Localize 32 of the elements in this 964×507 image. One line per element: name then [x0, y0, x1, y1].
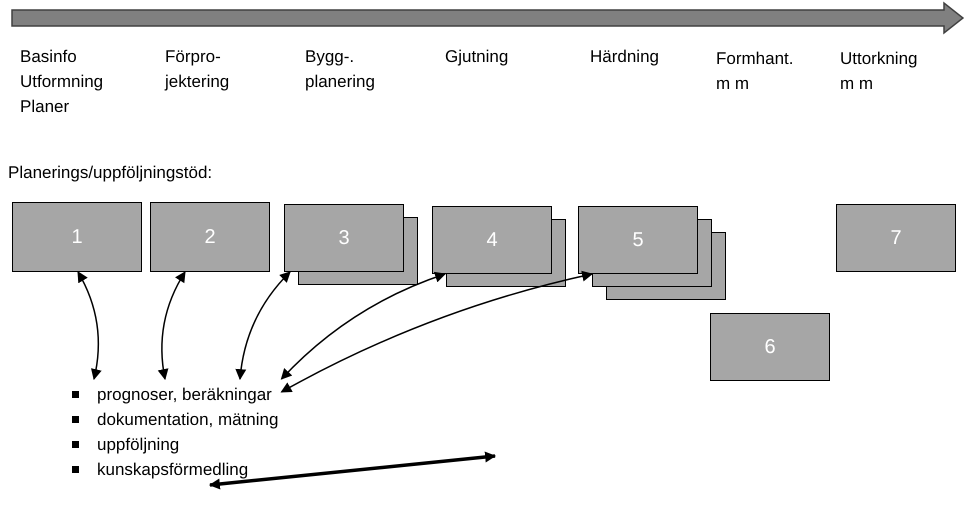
- list-item: kunskapsförmedling: [97, 459, 248, 481]
- phase-label: Basinfo Utformning Planer: [20, 46, 104, 118]
- double-arrow: [208, 452, 496, 490]
- double-arrow: [77, 271, 102, 380]
- box-number: 3: [338, 226, 350, 250]
- phase-label: Förpro- jektering: [165, 46, 230, 93]
- process-box: [432, 206, 552, 274]
- box-number: 7: [890, 226, 902, 250]
- list-item: dokumentation, mätning: [97, 409, 278, 431]
- section-heading: Planerings/uppföljningstöd:: [8, 162, 214, 184]
- phase-label: Formhant. m m: [716, 48, 794, 95]
- phase-label: Gjutning: [445, 46, 510, 68]
- process-box: [12, 202, 142, 272]
- list-item: uppföljning: [97, 434, 180, 456]
- list-item: prognoser, beräkningar: [97, 384, 272, 406]
- phase-label: Bygg-. planering: [305, 46, 376, 93]
- box-number: 1: [71, 226, 83, 248]
- double-arrow: [280, 272, 446, 380]
- process-box: [710, 313, 830, 381]
- box-number: 2: [204, 226, 216, 248]
- process-box: [284, 204, 404, 272]
- process-box: [150, 202, 270, 272]
- box-number: 4: [486, 228, 498, 252]
- process-box: [836, 204, 956, 272]
- double-arrow: [236, 271, 291, 380]
- box-number: 6: [764, 336, 776, 358]
- double-arrow: [158, 271, 186, 380]
- double-arrow: [280, 270, 594, 393]
- phase-label: Härdning: [590, 46, 660, 68]
- box-number: 5: [632, 228, 644, 252]
- phase-label: Uttorkning m m: [840, 48, 918, 95]
- process-box: [578, 206, 698, 274]
